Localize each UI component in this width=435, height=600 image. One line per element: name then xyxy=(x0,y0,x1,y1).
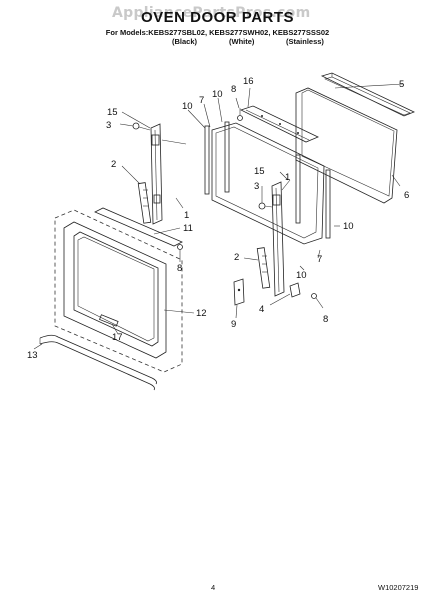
callout-3-right: 3 xyxy=(254,181,259,192)
callout-10-a: 10 xyxy=(212,89,223,100)
callout-3-left: 3 xyxy=(106,120,111,131)
callout-17: 17 xyxy=(112,332,123,343)
callout-7-a: 7 xyxy=(199,95,204,106)
part-11-bracket xyxy=(94,207,183,247)
callout-7-b: 7 xyxy=(317,254,322,265)
hinge-assembly-left xyxy=(150,123,187,225)
part-8-screw-left xyxy=(177,244,183,262)
part-9-bracket xyxy=(233,278,245,319)
variant-black: (Black) xyxy=(172,37,198,46)
callout-5: 4 xyxy=(259,304,264,315)
callout-8-left: 8 xyxy=(177,263,182,274)
callout-15-right: 15 xyxy=(254,166,265,177)
part-3-screw-right xyxy=(258,202,273,210)
callout-15-left: 15 xyxy=(107,107,118,118)
callout-labels: 5 6 16 8 10 7 10 15 3 2 1 11 8 12 17 13 … xyxy=(27,76,409,361)
part-8-screw-top xyxy=(237,108,243,121)
part-2-hinge-spring-right xyxy=(256,247,271,289)
part-17-badge xyxy=(111,323,119,335)
callout-4: 5 xyxy=(399,79,404,90)
callout-1-right: 1 xyxy=(285,172,290,183)
part-16-top-channel xyxy=(239,105,319,143)
callout-6: 6 xyxy=(404,190,409,201)
part-10-strips xyxy=(204,121,331,239)
part-5-clip xyxy=(269,282,301,306)
callout-10-b: 10 xyxy=(182,101,193,112)
callout-1-left: 1 xyxy=(184,210,189,221)
callout-13: 13 xyxy=(27,350,38,361)
variant-white: (White) xyxy=(229,37,255,46)
callout-16: 16 xyxy=(243,76,254,87)
models-line: For Models:KEBS277SBL02, KEBS277SWH02, K… xyxy=(105,28,330,37)
page-number: 4 xyxy=(211,583,216,592)
document-number: W10207219 xyxy=(378,583,419,592)
watermark: AppliancePartsPros.com xyxy=(112,5,311,21)
part-7-inner-glass xyxy=(211,122,325,245)
callout-10-c: 10 xyxy=(343,221,354,232)
page-title: OVEN DOOR PARTS xyxy=(140,9,295,26)
callout-8-top: 8 xyxy=(231,84,236,95)
part-12-inner-door xyxy=(54,209,195,373)
part-3-screw-left xyxy=(119,122,151,131)
part-8-screw-right xyxy=(311,293,324,309)
callout-2-left: 2 xyxy=(111,159,116,170)
part-13-handle xyxy=(33,334,157,391)
callout-10-d: 10 xyxy=(296,270,307,281)
part-2-hinge-spring-left xyxy=(121,165,152,224)
callout-12: 12 xyxy=(196,308,207,319)
variant-stainless: (Stainless) xyxy=(286,37,324,46)
hinge-assembly-right xyxy=(271,179,291,297)
callout-2-right: 2 xyxy=(234,252,239,263)
callout-9: 9 xyxy=(231,319,236,330)
part-4-top-trim xyxy=(320,72,415,117)
leader-lines xyxy=(121,83,404,271)
callout-11: 11 xyxy=(183,223,193,234)
callout-8-right: 8 xyxy=(323,314,328,325)
